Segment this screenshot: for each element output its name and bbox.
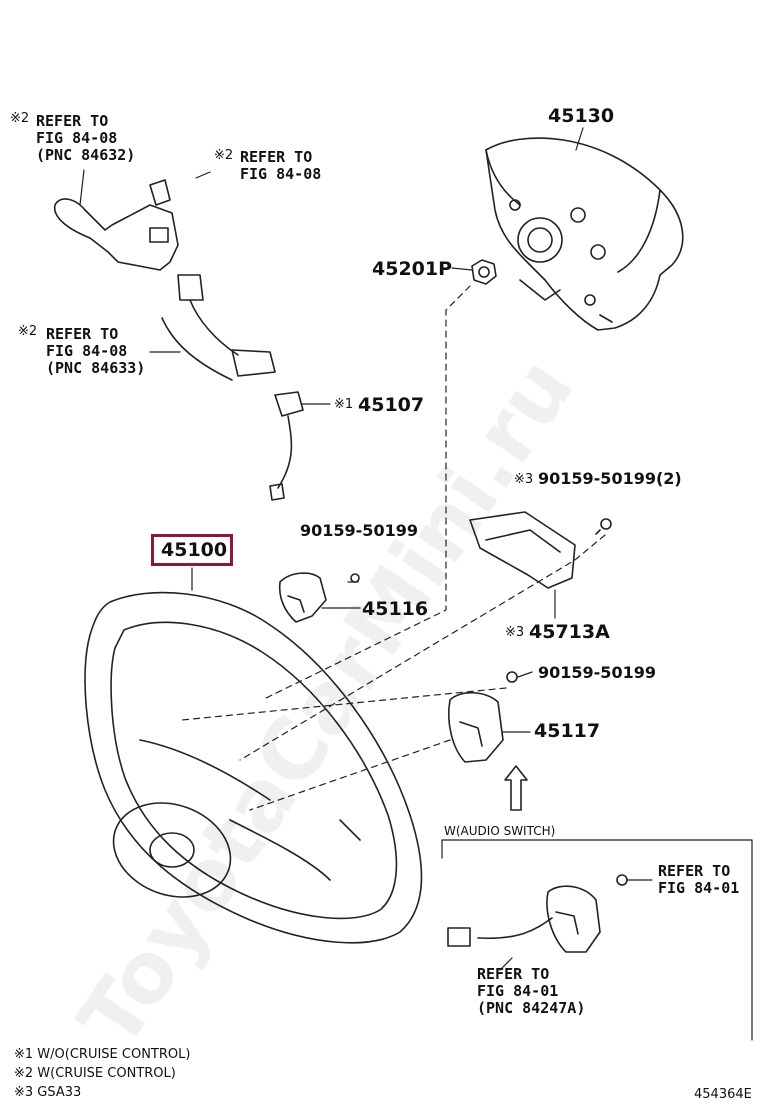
dashed-assembly-lines <box>181 285 606 811</box>
marker-2-ref3: ※2 <box>18 324 38 339</box>
reference-fig-84-01-pnc-84247a[interactable]: REFER TO FIG 84-01 (PNC 84247A) <box>477 966 585 1017</box>
part-number-45107[interactable]: 45107 <box>358 394 425 416</box>
audio-switch-frame <box>441 839 753 1041</box>
highlight-box-45100 <box>151 534 233 566</box>
marker-2-ref1: ※2 <box>10 111 30 126</box>
ref5-line1: REFER TO <box>477 965 550 983</box>
ref3-line1: REFER TO <box>46 325 119 343</box>
ref5-line2: FIG 84-01 <box>477 982 559 1000</box>
ref4-line1: REFER TO <box>658 862 731 880</box>
ref1-line3: (PNC 84632) <box>36 146 136 164</box>
audio-switch-shape <box>447 874 628 953</box>
part-number-bolt-b[interactable]: 90159-50199(2) <box>538 469 682 488</box>
ref4-line2: FIG 84-01 <box>658 879 740 897</box>
cruise-control-switch-shape <box>54 179 276 381</box>
legend-item-1: ※1 W/O(CRUISE CONTROL) <box>14 1047 191 1062</box>
reference-fig-84-08-pnc-84632[interactable]: REFER TO FIG 84-08 (PNC 84632) <box>36 113 135 164</box>
ref5-line3: (PNC 84247A) <box>477 999 586 1017</box>
legend-item-3: ※3 GSA33 <box>14 1085 82 1100</box>
ref2-line2: FIG 84-08 <box>240 165 322 183</box>
airbag-pad-45130-shape <box>485 137 684 331</box>
part-number-45130[interactable]: 45130 <box>548 105 615 127</box>
ref3-line2: FIG 84-08 <box>46 342 128 360</box>
cover-45117-shape <box>447 671 518 763</box>
ref2-line1: REFER TO <box>240 148 313 166</box>
diagram-id: 454364E <box>694 1087 752 1102</box>
cover-45116-shape <box>278 572 360 623</box>
part-number-45713a[interactable]: 45713A <box>529 621 610 643</box>
legend-item-2: ※2 W(CRUISE CONTROL) <box>14 1066 176 1081</box>
part-number-bolt-c[interactable]: 90159-50199 <box>538 663 656 682</box>
part-number-45117[interactable]: 45117 <box>534 720 601 742</box>
reference-fig-84-08-b[interactable]: REFER TO FIG 84-08 <box>240 149 321 183</box>
nut-45201p-shape <box>471 259 497 285</box>
marker-1-45107: ※1 <box>334 397 354 412</box>
wire-harness-45107-shape <box>269 391 304 501</box>
steering-wheel-45100-shape <box>84 591 423 944</box>
ref1-line1: REFER TO <box>36 112 109 130</box>
ref1-line2: FIG 84-08 <box>36 129 118 147</box>
marker-2-ref2: ※2 <box>214 148 234 163</box>
marker-3-45713a: ※3 <box>505 625 525 640</box>
section-label-audio-switch: W(AUDIO SWITCH) <box>444 824 556 838</box>
leader-lines <box>79 127 653 971</box>
direction-arrow <box>504 765 528 811</box>
part-number-bolt-a[interactable]: 90159-50199 <box>300 521 418 540</box>
part-number-45201p[interactable]: 45201P <box>372 258 453 280</box>
part-number-45116[interactable]: 45116 <box>362 598 429 620</box>
reference-fig-84-01-a[interactable]: REFER TO FIG 84-01 <box>658 863 739 897</box>
part-number-45100[interactable]: 45100 <box>161 539 228 561</box>
marker-3-bolt-b: ※3 <box>514 472 534 487</box>
bracket-45713a-shape <box>469 511 612 589</box>
reference-fig-84-08-pnc-84633[interactable]: REFER TO FIG 84-08 (PNC 84633) <box>46 326 145 377</box>
ref3-line3: (PNC 84633) <box>46 359 146 377</box>
